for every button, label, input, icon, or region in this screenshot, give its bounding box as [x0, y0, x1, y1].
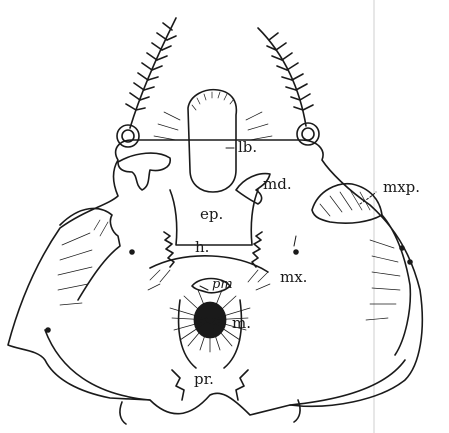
- leader-maxilla: [294, 236, 296, 246]
- label-epipharynx: ep.: [200, 207, 223, 222]
- label-premandible: pm: [212, 278, 233, 291]
- right-antenna-icon: [258, 28, 319, 145]
- seta-dot: [46, 328, 50, 332]
- right-outer-lobe: [382, 215, 410, 355]
- labrum: [188, 90, 236, 192]
- label-maxilla: mx.: [280, 270, 307, 285]
- maxillary-palp-lobe: [312, 184, 382, 223]
- left-mandible: [118, 153, 170, 190]
- right-outer-hatching: [366, 240, 400, 320]
- seta-dot: [400, 246, 404, 250]
- label-mentum: m.: [232, 316, 251, 331]
- label-maxillary-palp: mxp.: [383, 180, 420, 195]
- left-bristle: [120, 402, 126, 424]
- hypopharynx-right-teeth: [252, 232, 262, 267]
- right-bristle: [294, 400, 300, 422]
- left-antenna-icon: [117, 18, 176, 147]
- labrum-hatching: [154, 92, 272, 140]
- seta-dot: [294, 250, 298, 254]
- label-prementum: pr.: [194, 372, 214, 387]
- seta-dot: [408, 260, 412, 264]
- hypopharynx-hatching: [148, 270, 270, 290]
- label-labrum: lb.: [238, 140, 257, 155]
- label-mandible: md.: [263, 177, 292, 192]
- leader-premandible: [200, 286, 208, 290]
- label-hypopharynx: h.: [195, 240, 209, 255]
- seta-dot: [130, 250, 134, 254]
- maxillary-palp-hatching: [320, 190, 370, 216]
